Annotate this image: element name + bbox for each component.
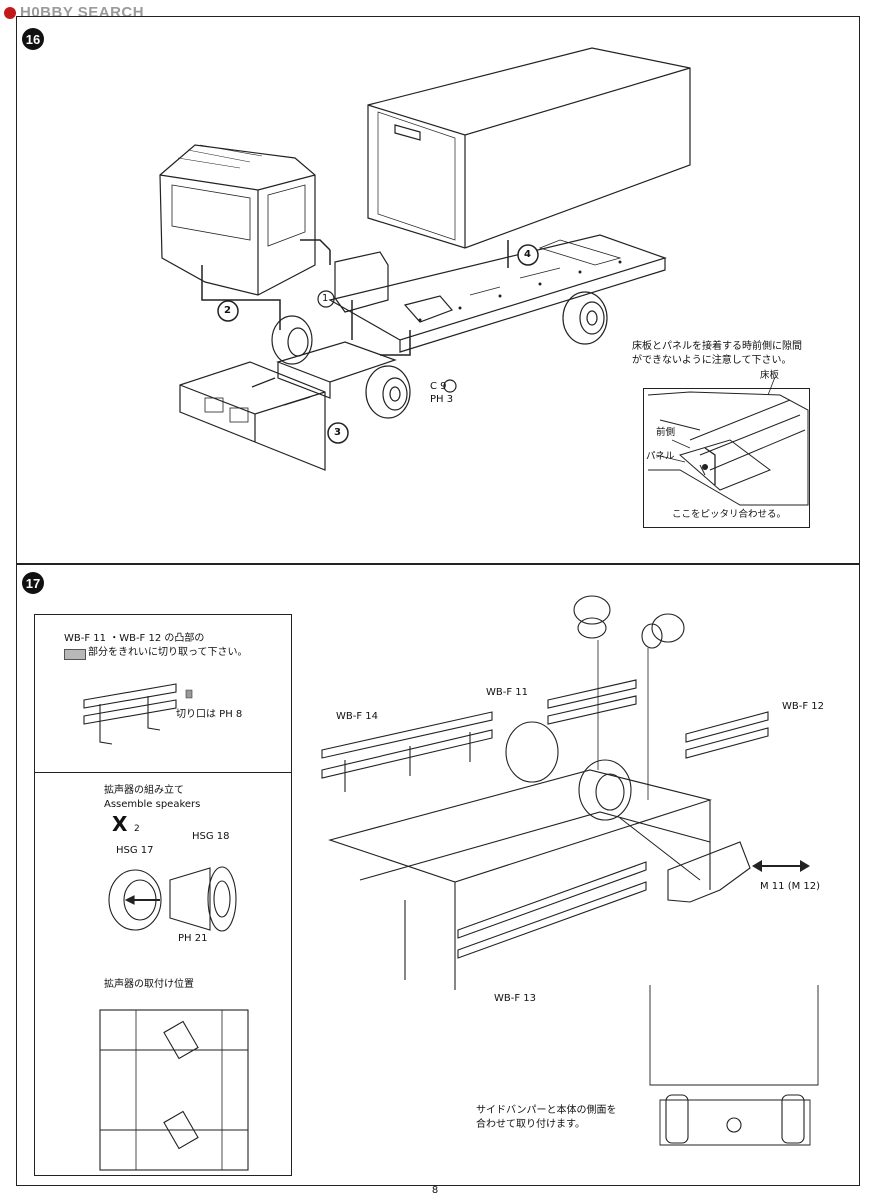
label-fit: ここをピッタリ合わせる。 [672,509,787,520]
qty-mark: X [112,812,128,836]
mount-title: 拡声器の取付け位置 [104,979,194,990]
step-17-panel [16,564,860,1186]
hsg17-label: HSG 17 [116,845,154,856]
logo-mark-icon [4,6,16,19]
shaded-swatch [64,649,86,660]
qty-number: 2 [134,824,140,834]
page-number: 8 [431,1185,439,1196]
callout-1: 1 [322,293,329,304]
callout-2: 2 [224,305,231,316]
step-17-badge: 17 [22,572,44,594]
part-ph3-label: PH 3 [430,394,454,405]
wbf13-label: WB-F 13 [494,993,537,1004]
step16-note-line2: ができないように注意して下さい。 [632,355,792,366]
side-note-line1: サイドバンパーと本体の側面を [476,1105,617,1116]
cut-note-line2: 部分をきれいに切り取って下さい。 [88,647,248,658]
ph21-label: PH 21 [178,933,208,944]
callout-4: 4 [524,249,531,260]
step16-note-line1: 床板とパネルを接着する時前側に隙間 [632,341,802,352]
label-panel: パネル [646,451,675,462]
part-c9-label: C 9 [430,381,447,392]
label-floor: 床板 [760,370,780,381]
wbf11-label: WB-F 11 [486,687,529,698]
cut-mouth-label: 切り口は PH 8 [176,709,243,720]
wbf14-label: WB-F 14 [336,711,379,722]
assemble-jp: 拡声器の組み立て [104,785,184,796]
cut-note-line1: WB-F 11 ・WB-F 12 の凸部の [64,633,205,644]
step-16-badge: 16 [22,28,44,50]
m11-label: M 11 (M 12) [760,881,821,892]
speaker-box [34,772,292,1176]
assemble-en: Assemble speakers [104,799,201,810]
label-front: 前側 [656,427,676,438]
wbf12-label: WB-F 12 [782,701,825,712]
side-note-line2: 合わせて取り付けます。 [476,1119,585,1130]
hsg18-label: HSG 18 [192,831,230,842]
floor-panel-detail-inset [643,388,810,528]
callout-3: 3 [334,427,341,438]
step-16-panel [16,16,860,564]
